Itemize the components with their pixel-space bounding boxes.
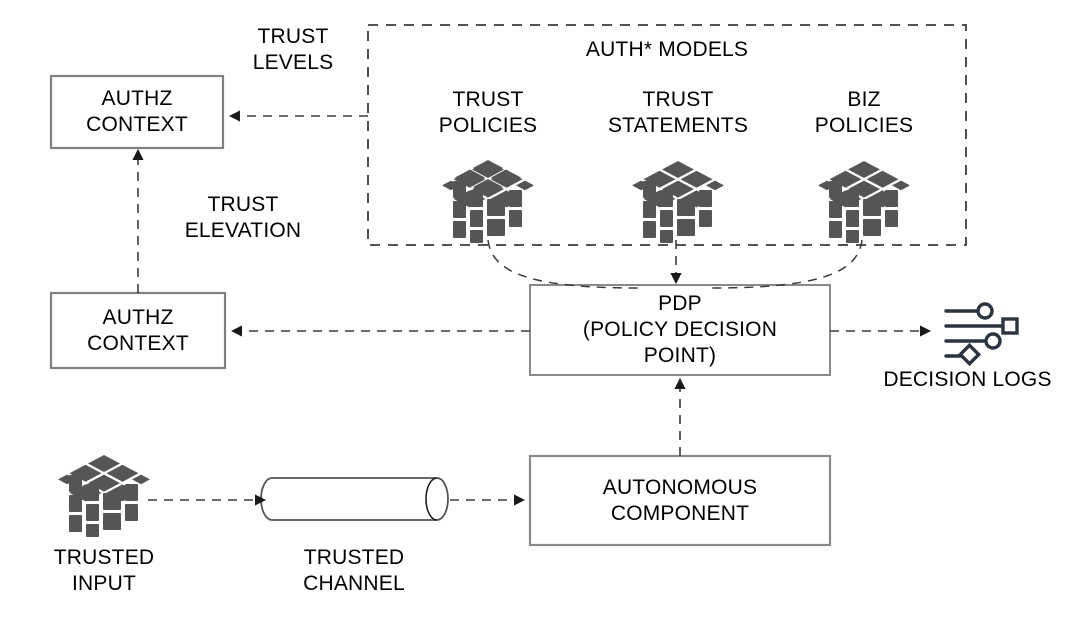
pdp-label: PDP (POLICY DECISION POINT) [582, 292, 778, 367]
cube-icon-trust-policies [442, 158, 534, 249]
model-label-trust-policies: TRUST POLICIES [438, 88, 538, 137]
cube-icon-biz-policies [818, 158, 910, 249]
trusted-input-label: TRUSTED INPUT [53, 546, 155, 595]
trusted-channel-cylinder[interactable] [260, 477, 449, 521]
auth-models-group-title: AUTH* MODELS [585, 38, 749, 61]
authz-context-bottom-label: AUTHZ CONTEXT [87, 305, 189, 355]
model-label-trust-statements: TRUST STATEMENTS [607, 88, 749, 137]
edge-label-trust-levels: TRUST LEVELS [252, 25, 334, 74]
trusted-channel-label: TRUSTED CHANNEL [303, 546, 405, 595]
decision-logs-icon [944, 302, 1019, 367]
decision-logs-label: DECISION LOGS [883, 368, 1052, 391]
edge-label-trust-elevation: TRUST ELEVATION [184, 193, 302, 242]
autonomous-component-label: AUTONOMOUS COMPONENT [602, 475, 758, 525]
cube-icon-trusted-input [58, 452, 150, 543]
model-label-biz-policies: BIZ POLICIES [814, 88, 914, 137]
authz-context-top-label: AUTHZ CONTEXT [86, 87, 188, 136]
cube-icon-trust-statements [632, 158, 724, 249]
